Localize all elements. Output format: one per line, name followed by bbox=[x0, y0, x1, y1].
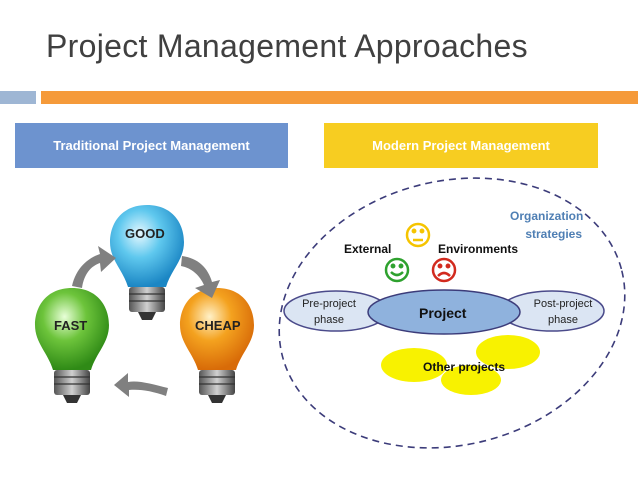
cycle-arrow-top-left bbox=[72, 246, 116, 288]
external-label: External bbox=[344, 242, 392, 256]
pre-project-label: Pre-project phase bbox=[297, 296, 361, 328]
title-rule-accent bbox=[0, 91, 36, 104]
cycle-arrow-bottom bbox=[114, 373, 168, 397]
good-label: GOOD bbox=[125, 226, 165, 241]
post-project-line1: Post-project bbox=[533, 298, 593, 310]
post-project-line2: phase bbox=[548, 314, 578, 326]
traditional-header: Traditional Project Management bbox=[15, 123, 288, 168]
sad-face-icon bbox=[431, 257, 457, 283]
organization-strategies-line2: strategies bbox=[525, 227, 583, 241]
project-label: Project bbox=[419, 305, 467, 321]
slide-title: Project Management Approaches bbox=[46, 28, 528, 64]
fast-label: FAST bbox=[54, 318, 88, 333]
other-project-blob bbox=[381, 348, 447, 382]
organization-strategies-line1: Organization bbox=[510, 209, 584, 223]
modern-header: Modern Project Management bbox=[324, 123, 598, 168]
cycle-arrow-top-right bbox=[181, 256, 220, 298]
neutral-face-icon bbox=[405, 222, 431, 248]
cheap-bulb bbox=[180, 288, 254, 403]
happy-face-icon bbox=[384, 257, 410, 283]
good-bulb bbox=[110, 205, 184, 320]
fast-bulb bbox=[35, 288, 109, 403]
pre-project-line2: phase bbox=[314, 314, 344, 326]
post-project-label: Post-project phase bbox=[528, 296, 598, 328]
organization-strategies-label: Organization strategies bbox=[510, 207, 583, 243]
pre-project-line1: Pre-project bbox=[302, 298, 356, 310]
other-projects-label: Other projects bbox=[423, 360, 506, 374]
organization-boundary bbox=[278, 177, 626, 449]
cheap-label: CHEAP bbox=[195, 318, 241, 333]
title-rule bbox=[41, 91, 638, 104]
project-shape bbox=[367, 289, 521, 335]
other-project-blob bbox=[441, 365, 501, 395]
other-project-blob bbox=[476, 335, 540, 369]
environments-label: Environments bbox=[438, 242, 519, 256]
